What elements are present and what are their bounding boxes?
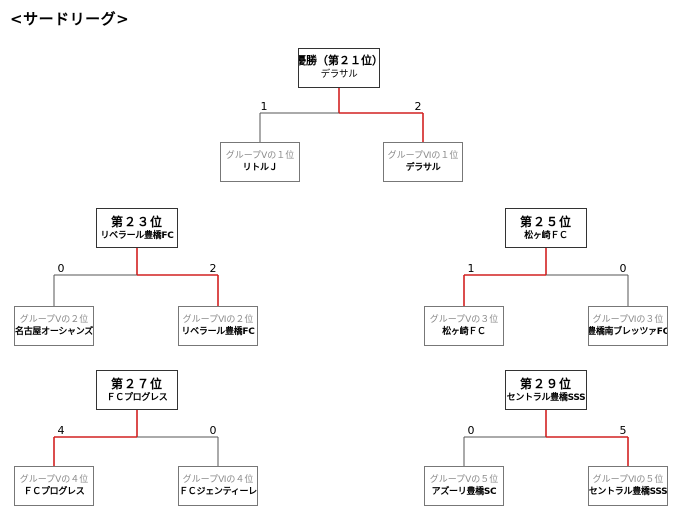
score-right: 0 [209, 424, 217, 437]
team-name: 名古屋オーシャンズ [15, 327, 93, 337]
place-heading: 第２７位 [110, 376, 163, 391]
score-right: 2 [414, 100, 422, 113]
team-box-m29-right: グループⅥの５位 セントラル豊橋SSS [588, 466, 668, 506]
team-name: 松ヶ崎ＦＣ [442, 327, 486, 337]
team-name: セントラル豊橋SSS [588, 487, 668, 497]
result-box-m25: 第２５位 松ヶ崎ＦＣ [505, 208, 587, 248]
group-label: グループⅥの５位 [592, 474, 664, 485]
page-title: <サードリーグ> [10, 10, 130, 28]
place-heading: 第２９位 [519, 376, 572, 391]
place-heading: 第２３位 [110, 214, 163, 229]
score-right: 5 [619, 424, 627, 437]
team-name: 豊橋南ブレッツァFC [588, 327, 668, 337]
result-box-m23: 第２３位 リベラール豊橋FC [96, 208, 178, 248]
place-heading: 第２５位 [519, 214, 572, 229]
score-left: 0 [57, 262, 65, 275]
score-left: 4 [57, 424, 65, 437]
team-box-m23-right: グループⅥの２位 リベラール豊橋FC [178, 306, 258, 346]
score-right: 2 [209, 262, 217, 275]
team-name: デラサル [405, 163, 441, 173]
winner-team: 松ヶ崎ＦＣ [524, 231, 568, 242]
team-box-m23-left: グループⅤの２位 名古屋オーシャンズ [14, 306, 94, 346]
winner-team: ＦＣプログレス [106, 393, 168, 404]
team-box-m27-left: グループⅤの４位 ＦＣプログレス [14, 466, 94, 506]
team-box-m21-left: グループⅤの１位 リトルＪ [220, 142, 300, 182]
group-label: グループⅥの４位 [182, 474, 254, 485]
group-label: グループⅤの１位 [225, 150, 295, 161]
score-right: 0 [619, 262, 627, 275]
group-label: グループⅥの２位 [182, 314, 254, 325]
group-label: グループⅤの５位 [429, 474, 499, 485]
winner-team: リベラール豊橋FC [100, 231, 174, 242]
team-box-m29-left: グループⅤの５位 アズーリ豊橋SC [424, 466, 504, 506]
group-label: グループⅥの１位 [387, 150, 459, 161]
group-label: グループⅤの３位 [429, 314, 499, 325]
group-label: グループⅤの２位 [19, 314, 89, 325]
team-box-m27-right: グループⅥの４位 ＦＣジェンティーレ [178, 466, 258, 506]
team-name: ＦＣプログレス [23, 487, 85, 497]
team-box-m25-left: グループⅤの３位 松ヶ崎ＦＣ [424, 306, 504, 346]
result-box-m21: 優勝（第２１位） デラサル [298, 48, 380, 88]
result-box-m29: 第２９位 セントラル豊橋SSS [505, 370, 587, 410]
team-name: リトルＪ [242, 163, 278, 173]
team-box-m21-right: グループⅥの１位 デラサル [383, 142, 463, 182]
group-label: グループⅥの３位 [592, 314, 664, 325]
place-heading: 優勝（第２１位） [298, 54, 380, 68]
score-left: 1 [260, 100, 268, 113]
score-left: 0 [467, 424, 475, 437]
team-name: リベラール豊橋FC [181, 327, 255, 337]
team-name: アズーリ豊橋SC [431, 487, 497, 497]
team-box-m25-right: グループⅥの３位 豊橋南ブレッツァFC [588, 306, 668, 346]
score-left: 1 [467, 262, 475, 275]
winner-team: デラサル [320, 69, 358, 81]
group-label: グループⅤの４位 [19, 474, 89, 485]
result-box-m27: 第２７位 ＦＣプログレス [96, 370, 178, 410]
team-name: ＦＣジェンティーレ [179, 487, 257, 497]
winner-team: セントラル豊橋SSS [506, 393, 586, 404]
